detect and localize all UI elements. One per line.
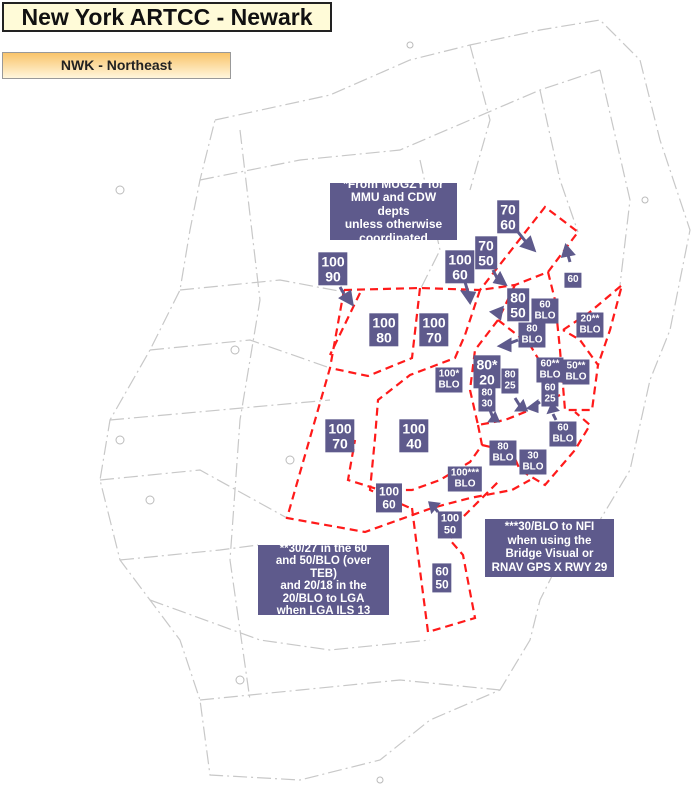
altitude-label: 60**BLO [536, 357, 564, 383]
altitude-label: 60 [564, 272, 582, 288]
area-subtitle: NWK - Northeast [2, 52, 231, 79]
altitude-label: 100*BLO [435, 367, 463, 393]
altitude-label: 50**BLO [562, 359, 590, 385]
altitude-label: 100***BLO [447, 466, 483, 492]
altitude-label: 80*20 [473, 355, 501, 389]
background-fixes [115, 41, 649, 784]
page-title: New York ARTCC - Newark [2, 2, 332, 32]
background-map-lines [99, 19, 691, 781]
altitude-label: 20**BLO [576, 312, 604, 338]
